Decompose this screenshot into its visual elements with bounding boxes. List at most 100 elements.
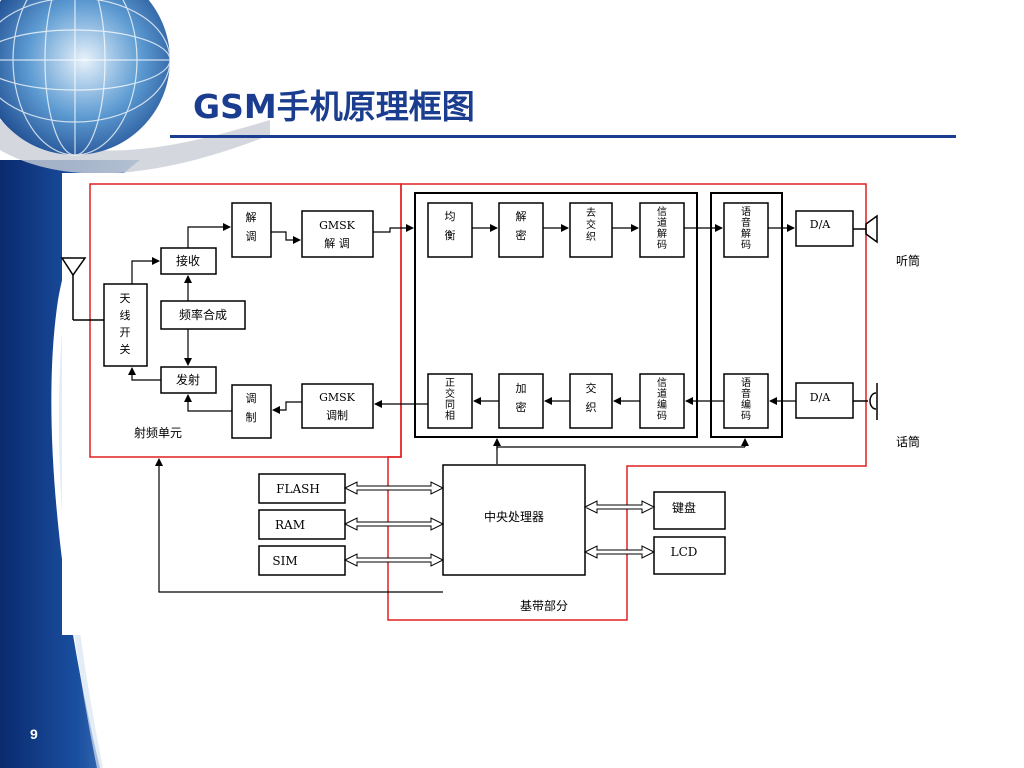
block-label: FLASH: [276, 482, 320, 496]
block-label: 密: [516, 400, 527, 414]
block-label: 交: [445, 387, 455, 400]
block-label: 码: [741, 410, 751, 422]
speech-decode-block: 语 音 解 码: [723, 202, 769, 258]
bus-sim-cpu: [343, 553, 445, 567]
lcd-block: LCD: [653, 536, 726, 575]
arrow-switch-to-receive: [131, 257, 160, 284]
globe-icon: [0, 0, 171, 156]
block-label: SIM: [272, 554, 297, 568]
arrow-demod-to-gmsk: [271, 231, 301, 244]
da-top-block: D/A: [795, 210, 854, 247]
antenna-switch-block: 天 线 开 关: [103, 283, 148, 367]
speech-encode-block: 语 音 编 码: [723, 373, 769, 429]
block-label: 开: [120, 326, 131, 339]
block-label: 解 调: [324, 236, 350, 250]
block-label: 键盘: [672, 500, 696, 515]
baseband-boundary: [387, 183, 867, 621]
speech-codec-frame: [710, 192, 783, 438]
block-label: 调: [246, 230, 257, 243]
rf-unit-label: 射频单元: [134, 425, 182, 440]
microphone-label: 话筒: [896, 434, 920, 449]
block-label: D/A: [810, 218, 832, 231]
block-label: 音: [741, 216, 751, 229]
block-label: GMSK: [319, 219, 356, 232]
da-bottom-block: D/A: [795, 382, 854, 419]
page-number: 9: [30, 726, 38, 742]
block-label: 语: [741, 206, 751, 218]
block-label: 调制: [326, 409, 348, 422]
bus-ram-cpu: [343, 517, 445, 531]
freq-synth-block: 频率合成: [160, 300, 246, 330]
arrow-mod-to-transmit: [184, 394, 232, 412]
block-label: 天: [120, 292, 131, 305]
ram-block: RAM: [258, 509, 346, 540]
flash-block: FLASH: [258, 473, 346, 504]
block-label: GMSK: [319, 391, 356, 404]
arrow-transmit-to-switch: [128, 367, 161, 381]
block-label: RAM: [275, 518, 305, 532]
block-label: 调: [246, 392, 257, 405]
cpu-block: 中央处理器: [442, 464, 586, 576]
block-label: 解: [516, 209, 527, 223]
sim-block: SIM: [258, 545, 346, 576]
block-label: 织: [586, 231, 596, 243]
block-label: 编: [657, 398, 667, 411]
block-label: LCD: [671, 545, 698, 559]
receive-block: 接收: [160, 247, 217, 275]
demod-block: 解 调: [231, 202, 272, 258]
slide-title: GSM手机原理框图: [193, 87, 475, 126]
block-label: 频率合成: [179, 307, 227, 322]
block-label: 语: [741, 377, 751, 389]
block-label: 同: [445, 399, 455, 411]
block-label: 织: [586, 401, 597, 414]
block-label: 正: [445, 378, 455, 389]
channel-decode-block: 信 道 解 码: [639, 202, 685, 258]
block-label: 中央处理器: [484, 509, 544, 524]
block-label: 码: [657, 410, 667, 422]
bus-cpu-keyboard: [583, 500, 656, 514]
block-label: 均: [445, 210, 456, 223]
channel-encode-block: 信 道 编 码: [639, 373, 685, 429]
microphone-icon: [853, 383, 878, 420]
speaker-icon: [853, 214, 878, 244]
keyboard-block: 键盘: [653, 491, 726, 530]
block-label: 信: [657, 206, 667, 218]
equalizer-block: 均 衡: [427, 202, 473, 258]
gmsk-mod-block: GMSK 调制: [301, 383, 374, 429]
gmsk-demod-block: GMSK 解 调: [301, 210, 374, 258]
block-label: 音: [741, 387, 751, 400]
block-label: 加: [516, 382, 527, 395]
block-label: 码: [741, 239, 751, 251]
arrow-gmsk-demod-to-equalizer: [373, 224, 414, 233]
arrow-gmsk-mod-to-mod: [272, 401, 302, 414]
block-label: 交: [586, 218, 596, 231]
block-label: 制: [246, 411, 257, 424]
arrow-cpu-to-rf: [155, 458, 443, 593]
block-label: 信: [657, 377, 667, 389]
interleave-block: 交 织: [569, 373, 613, 429]
block-label: 编: [741, 398, 751, 411]
block-label: 解: [741, 227, 751, 240]
block-label: 关: [120, 342, 131, 356]
block-label: 接收: [176, 253, 200, 268]
transmit-block: 发射: [160, 366, 217, 394]
encrypt-block: 加 密: [498, 373, 544, 429]
block-label: 解: [246, 210, 257, 224]
decrypt-block: 解 密: [498, 202, 544, 258]
deinterleave-block: 去 交 织: [569, 202, 613, 258]
block-label: 道: [657, 387, 667, 400]
title-underline: [170, 135, 956, 138]
dsp-frame: [414, 192, 698, 438]
block-label: 衡: [445, 229, 456, 242]
block-label: 发射: [176, 372, 200, 387]
block-label: 密: [516, 228, 527, 242]
bus-cpu-lcd: [583, 545, 656, 559]
baseband-label: 基带部分: [520, 598, 568, 613]
antenna-icon: [60, 257, 104, 321]
block-label: 道: [657, 216, 667, 229]
mod-block: 调 制: [231, 384, 272, 439]
iq-block: 正 交 同 相: [427, 373, 473, 429]
block-label: D/A: [810, 391, 832, 404]
block-label: 交: [586, 381, 597, 395]
